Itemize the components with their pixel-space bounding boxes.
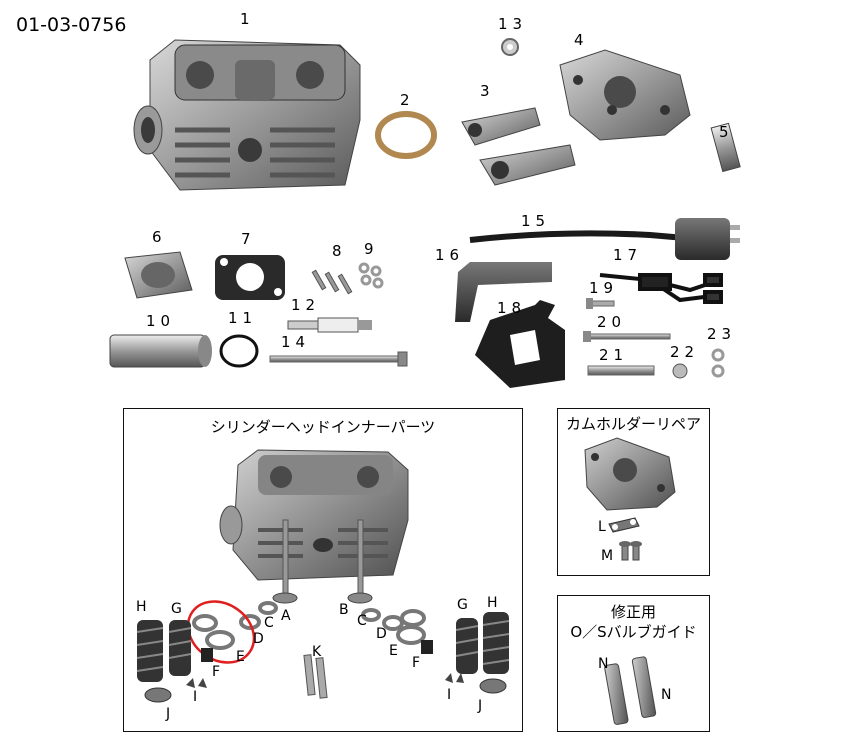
letter-B: B [339,602,349,618]
part-number-13: 13 [498,15,528,33]
spark-plug-part [287,317,372,333]
part-number-6: 6 [152,228,167,246]
small-bolt-part [586,298,615,309]
flange-gasket-part [215,255,285,300]
long-bolt-part [269,351,408,367]
part-number-9: 9 [364,240,379,258]
valve-guide-title-1: 修正用 [610,603,656,621]
part-number-4: 4 [574,31,589,49]
letter-J-r: J [478,698,483,714]
part-number-12: 12 [291,296,321,314]
part-number-3: 3 [480,82,495,100]
letter-D-l: D [253,631,264,647]
part-number-22: 22 [670,343,700,361]
wire-harness-part [599,273,723,304]
letter-L: L [598,519,606,535]
letter-F-l: F [212,664,221,680]
letter-E-r: E [389,643,398,659]
part-number-21: 21 [599,346,629,364]
part-number-10: 10 [146,312,176,330]
part-number-23: 23 [707,325,737,343]
inner-parts-title: シリンダーヘッドインナーパーツ [210,418,436,436]
part-number-1: 1 [240,10,255,28]
letter-D-r: D [376,626,387,642]
washer-set-part [358,262,384,289]
washer-23-part [711,348,725,378]
letter-N-1: N [598,656,609,672]
part-number-5: 5 [719,123,734,141]
letter-I-r: I [447,687,452,703]
letter-K: K [312,644,322,660]
inner-parts-panel [123,408,523,732]
letter-C-r: C [357,613,367,629]
letter-H-l: H [136,599,147,615]
bolt-set-part [311,269,353,295]
part-number-7: 7 [241,230,256,248]
letter-N-2: N [661,687,672,703]
part-number-15: 15 [521,212,551,230]
part-number-17: 17 [613,246,643,264]
o-ring-part [375,111,437,159]
cam-holder-title: カムホルダーリペア [565,415,701,433]
letter-A: A [281,608,291,624]
letter-G-l: G [171,601,182,617]
bolt-20-part [583,331,671,342]
part-number-20: 20 [597,313,627,331]
document-code: 01-03-0756 [16,14,127,36]
letter-J-l: J [166,706,171,722]
letter-H-r: H [487,595,498,611]
cam-holder-illustration [584,437,676,561]
intake-flange-part [124,251,193,299]
nut-part [672,363,688,379]
part-number-16: 16 [435,246,465,264]
cylinder-head-part [133,39,361,191]
pin-part [710,122,741,173]
bracket-part [475,300,565,388]
cam-holder-part [559,49,691,141]
part-number-14: 14 [281,333,311,351]
plug-cap-part [455,262,552,322]
part-number-19: 19 [589,279,619,297]
letter-G-r: G [457,597,468,613]
inner-parts-illustration [136,449,510,703]
ignition-coil-part [469,218,740,260]
part-number-2: 2 [400,91,415,109]
letter-M: M [601,548,614,564]
o-ring-small-part [219,334,259,368]
parts-illustration [109,38,741,388]
letter-F-r: F [412,655,421,671]
part-number-18: 18 [497,299,527,317]
letter-C-l: C [264,615,274,631]
rocker-arm-part [461,107,576,186]
cam-holder-panel [557,408,710,576]
valve-guide-illustration [604,656,657,725]
valve-guide-panel [557,595,710,732]
insulator-part [109,334,212,368]
part-number-11: 11 [228,309,258,327]
letter-E-l: E [236,649,245,665]
letter-I-l: I [193,689,198,705]
part-number-8: 8 [332,242,347,260]
collar-rod-part [587,365,655,376]
valve-guide-title-2: O／Sバルブガイド [570,623,697,641]
